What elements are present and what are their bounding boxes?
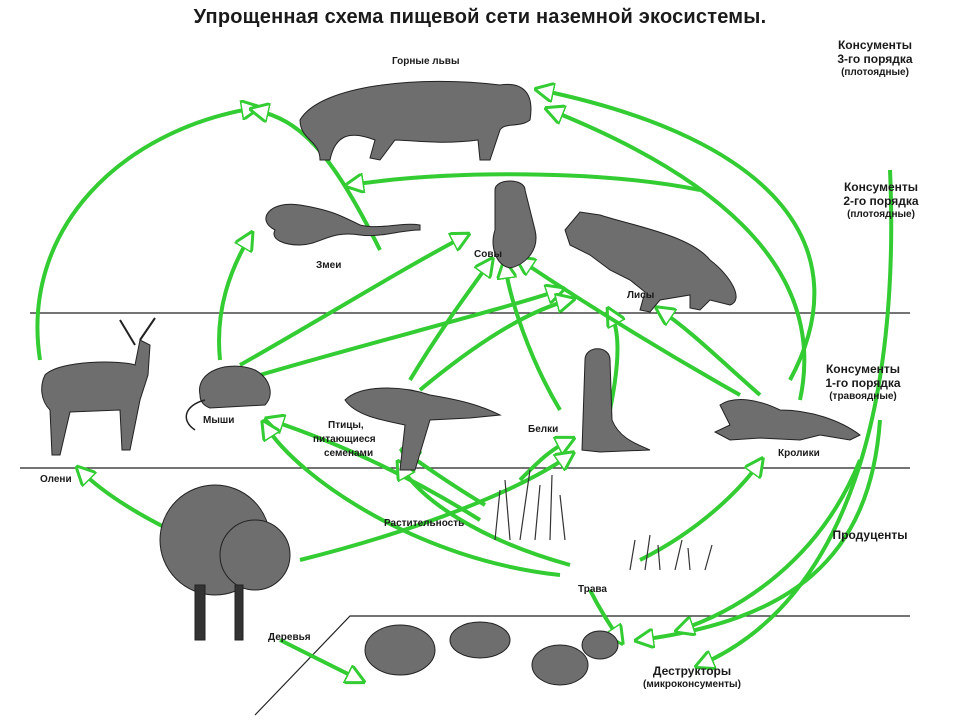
arrow-mice-to-foxes: [259, 290, 560, 377]
label-squirrels: Белки: [528, 424, 558, 435]
organisms: [41, 80, 861, 686]
label-trees: Деревья: [268, 632, 311, 643]
arrow-mice-to-snakes: [217, 236, 250, 361]
mouse-figure: [185, 365, 271, 431]
label-deer: Олени: [40, 474, 72, 485]
level-consumers-2-note: (плотоядные): [847, 209, 915, 220]
arrow-vegetation-to-mice: [270, 420, 482, 522]
grass-figure: [629, 534, 713, 571]
energy-flow-arrows: [35, 90, 894, 680]
level-consumers-1-line2: 1-го порядка: [825, 376, 901, 390]
arrow-grass-to-decomposers: [588, 589, 620, 640]
arrow-grass-to-mice: [265, 425, 561, 577]
vegetation-figure: [494, 469, 566, 541]
level-decomposers-note: (микроконсументы): [643, 679, 741, 690]
arrow-rabbits-to-lions: [540, 90, 817, 381]
label-lions: Горные львы: [392, 56, 460, 67]
arrow-squirrels-to-owls: [505, 265, 562, 412]
arrow-mice-to-owls: [239, 236, 465, 367]
level-consumers-3: Консументы 3-го порядка (плотоядные): [820, 38, 930, 80]
level-consumers-3-line1: Консументы: [837, 38, 912, 52]
label-birds-line1: Птицы,: [328, 420, 364, 431]
level-consumers-3-line2: 3-го порядка: [837, 52, 913, 66]
level-consumers-1: Консументы 1-го порядка (травоядные): [808, 362, 918, 404]
mountain-lion-figure: [299, 80, 532, 161]
level-consumers-2-line2: 2-го порядка: [843, 194, 919, 208]
level-consumers-1-note: (травоядные): [829, 391, 897, 402]
arrow-lions-to-decomposers: [700, 169, 894, 665]
page-title: Упрощенная схема пищевой сети наземной э…: [193, 6, 767, 28]
owl-figure: [492, 180, 537, 269]
level-consumers-2-line1: Консументы: [843, 180, 918, 194]
arrow-foxes-to-lions: [550, 110, 807, 401]
label-grass: Трава: [578, 584, 607, 595]
arrow-trees-to-decomposers: [279, 638, 360, 680]
label-mice: Мыши: [203, 415, 234, 426]
decomposers-figure: [364, 621, 619, 686]
arrow-owls-to-lions: [350, 172, 701, 190]
arrow-rabbits-to-foxes: [660, 310, 762, 397]
arrow-birds-to-foxes: [418, 300, 570, 392]
arrow-trees-to-squirrels: [299, 455, 570, 562]
label-rabbits: Кролики: [778, 448, 820, 459]
organism-labels: Горные львы Змеи Совы Лисы Олени Мыши Пт…: [40, 56, 820, 643]
level-producers: Продуценты: [820, 528, 920, 542]
arrow-trees-to-deer: [80, 470, 171, 532]
level-producers-line1: Продуценты: [832, 528, 908, 542]
tree-figure: [159, 484, 291, 641]
level-line-producers: [254, 615, 910, 716]
arrow-birds-to-owls: [408, 262, 490, 382]
level-consumers-2: Консументы 2-го порядка (плотоядные): [826, 180, 936, 222]
label-vegetation: Растительность: [384, 518, 464, 529]
arrow-rabbits-to-decomposers: [680, 459, 862, 630]
arrow-vegetation-to-squirrels: [518, 440, 570, 482]
label-snakes: Змеи: [316, 260, 341, 271]
label-birds-line3: семенами: [324, 448, 373, 459]
seed-bird-figure: [344, 387, 502, 471]
level-consumers-1-line1: Консументы: [825, 362, 900, 376]
rabbit-figure: [713, 399, 861, 441]
arrow-grass-to-birds: [400, 465, 571, 567]
snake-figure: [265, 203, 421, 246]
level-consumers-3-note: (плотоядные): [841, 67, 909, 78]
label-foxes: Лисы: [627, 290, 654, 301]
label-owls: Совы: [474, 249, 502, 260]
label-birds-line2: питающиеся: [313, 434, 376, 445]
fox-figure: [564, 211, 737, 313]
deer-figure: [41, 317, 156, 456]
arrow-deer-to-lions: [35, 108, 255, 361]
squirrel-figure: [581, 348, 651, 453]
level-decomposers-line1: Деструкторы: [652, 664, 732, 678]
arrow-grass-to-rabbits: [639, 462, 760, 562]
arrow-rabbits-to-owls: [520, 260, 741, 397]
level-decomposers: Деструкторы (микроконсументы): [622, 664, 762, 692]
